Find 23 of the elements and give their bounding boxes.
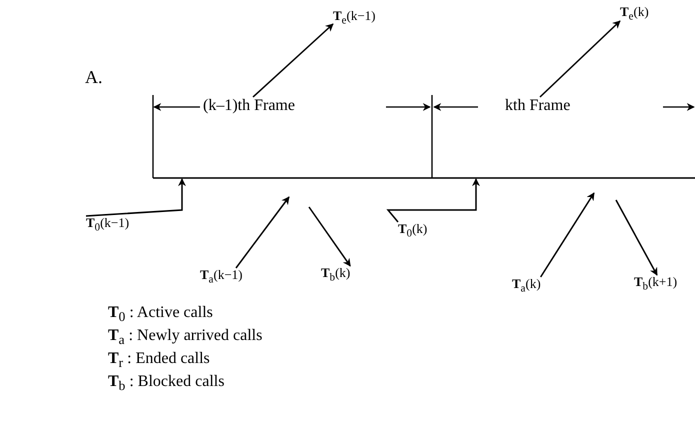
- signal-label: T$_{0}$(k−1): [86, 216, 130, 234]
- signal-label: T$_{a}$(k−1): [200, 268, 242, 286]
- arrow: [252, 23, 334, 98]
- signal-label: T$_{b}$(k): [321, 266, 350, 284]
- legend-entry: T$_{r}$ : Ended calls: [108, 350, 210, 371]
- legend-entry: T$_{b}$ : Blocked calls: [108, 373, 224, 394]
- legend-entry: T$_{a}$ : Newly arrived calls: [108, 327, 262, 348]
- arrow: [308, 206, 351, 267]
- arrow: [539, 20, 621, 98]
- frame-label: kth Frame: [505, 97, 570, 115]
- arrow: [540, 192, 595, 278]
- signal-label: T$_{e}$(k−1): [333, 9, 376, 28]
- frame-label: (k–1)th Frame: [203, 97, 295, 115]
- signal-label: T$_{e}$(k): [620, 5, 649, 24]
- panel-label: A.: [85, 68, 102, 88]
- signal-label: T$_{0}$(k): [398, 222, 428, 240]
- legend-entry: T$_{0}$ : Active calls: [108, 304, 213, 325]
- arrow: [386, 178, 480, 222]
- signal-label: T$_{a}$(k): [512, 277, 541, 296]
- arrow: [235, 196, 290, 268]
- arrow: [86, 178, 186, 217]
- signal-label: T$_{b}$(k+1): [634, 275, 678, 294]
- arrow: [615, 200, 658, 276]
